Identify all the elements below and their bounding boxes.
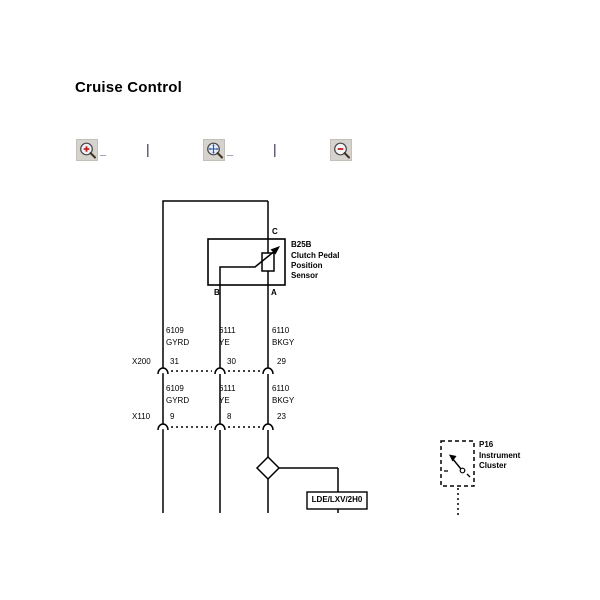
zoom-out-button[interactable] bbox=[330, 139, 352, 161]
wire-circuit-label: 6109 bbox=[166, 384, 184, 393]
pan-link[interactable]: _ bbox=[227, 145, 234, 157]
terminal-arc bbox=[262, 367, 274, 375]
wiper-arrowhead bbox=[270, 246, 280, 255]
sensor-box bbox=[207, 238, 286, 286]
pin-label: 8 bbox=[227, 412, 232, 421]
terminal-label-b: B bbox=[214, 288, 220, 297]
cluster-name-line1: Instrument bbox=[479, 451, 521, 460]
toolbar-separator: | bbox=[146, 141, 150, 157]
toolbar-separator: | bbox=[273, 141, 277, 157]
wire-6109-left bbox=[162, 200, 268, 513]
component-name-line1: Clutch Pedal bbox=[291, 251, 340, 260]
cluster-name-line2: Cluster bbox=[479, 461, 507, 470]
connector-id-x110: X110 bbox=[132, 412, 151, 421]
wire-circuit-label: 6110 bbox=[272, 326, 290, 335]
zoom-in-icon bbox=[80, 142, 96, 159]
wire-color-label: BKGY bbox=[272, 396, 295, 405]
zoom-in-button[interactable] bbox=[76, 139, 98, 161]
zoom-out-icon bbox=[334, 142, 350, 159]
wire-color-label: BKGY bbox=[272, 338, 295, 347]
wire-color-label: YE bbox=[219, 338, 230, 347]
wire-circuit-label: 6110 bbox=[272, 384, 290, 393]
terminal-label-c: C bbox=[272, 227, 278, 236]
component-name-line2: Position bbox=[291, 261, 323, 270]
terminal-arc bbox=[262, 423, 274, 431]
pin-label: 29 bbox=[277, 357, 286, 366]
terminal-arc bbox=[157, 367, 169, 375]
gap bbox=[150, 424, 176, 430]
terminal-arc bbox=[214, 423, 226, 431]
pin-label: 30 bbox=[227, 357, 236, 366]
pan-button[interactable] bbox=[203, 139, 225, 161]
gauge-pivot bbox=[459, 467, 466, 474]
pin-label: 23 bbox=[277, 412, 286, 421]
pin-label: 31 bbox=[170, 357, 179, 366]
connector-id-x200: X200 bbox=[132, 357, 151, 366]
harness-code-box bbox=[306, 491, 368, 510]
component-id: B25B bbox=[291, 240, 312, 249]
pan-icon bbox=[207, 142, 223, 159]
gap bbox=[150, 368, 176, 374]
wire-color-label: GYRD bbox=[166, 338, 190, 347]
gauge-tick-right bbox=[466, 473, 471, 478]
harness-code-label: LDE/LXV/2H0 bbox=[311, 495, 363, 504]
component-name-line3: Sensor bbox=[291, 271, 319, 280]
splice-diamond bbox=[255, 455, 281, 481]
wire-color-label: GYRD bbox=[166, 396, 190, 405]
page-title: Cruise Control bbox=[75, 79, 182, 96]
wire-circuit-label: 6111 bbox=[219, 384, 236, 393]
wire-circuit-label: 6111 bbox=[219, 326, 236, 335]
gauge-needle-arrowhead bbox=[449, 454, 457, 462]
wire-color-label: YE bbox=[219, 396, 230, 405]
zoom-in-link[interactable]: _ bbox=[100, 145, 107, 157]
cluster-id: P16 bbox=[479, 440, 494, 449]
terminal-arc bbox=[157, 423, 169, 431]
terminal-arc bbox=[214, 367, 226, 375]
instrument-cluster-box bbox=[440, 440, 475, 487]
wiper-wire bbox=[219, 249, 277, 285]
pin-label: 9 bbox=[170, 412, 175, 421]
wire-circuit-label: 6109 bbox=[166, 326, 184, 335]
terminal-label-a: A bbox=[271, 288, 277, 297]
